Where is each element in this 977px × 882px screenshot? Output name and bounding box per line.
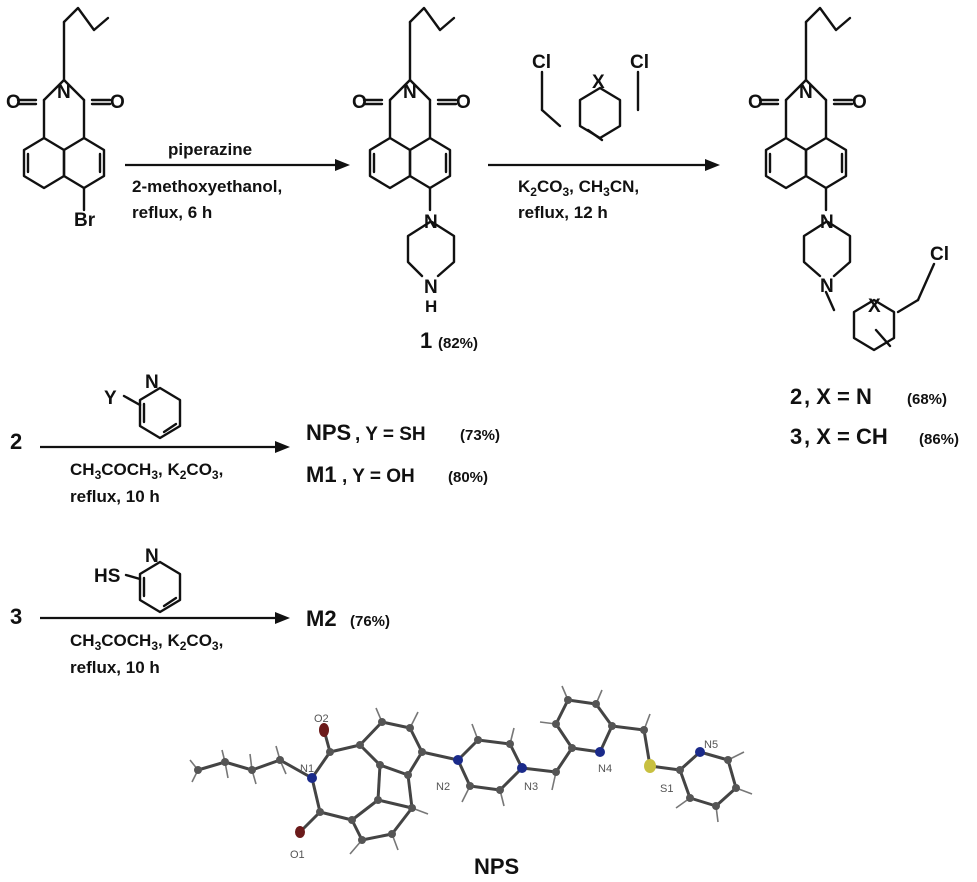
xray-label-n1: N1 — [300, 763, 314, 775]
conditions-1-line1: 2-methoxyethanol, — [132, 177, 282, 196]
reagent-piperazine: piperazine — [168, 140, 252, 159]
compound-2-3-structure — [758, 6, 936, 352]
atom-o-3: O — [352, 92, 367, 113]
atom-n-py: N — [145, 372, 159, 393]
atom-br: Br — [74, 210, 96, 231]
conditions-3-line1: CH3COCH3, K2CO3, — [70, 460, 223, 482]
atom-n: N — [57, 82, 71, 103]
atom-o-6: O — [852, 92, 867, 113]
atom-cl-3: Cl — [930, 244, 949, 265]
reaction-4-start: 3 — [10, 604, 22, 629]
compound-2-desc: , X = N — [804, 384, 872, 409]
atom-n-7: N — [820, 276, 834, 297]
compound-3-desc: , X = CH — [804, 424, 888, 449]
nps-yield: (73%) — [460, 427, 500, 444]
conditions-4-line2: reflux, 10 h — [70, 658, 160, 677]
m1-desc: , Y = OH — [342, 466, 415, 487]
mercaptopyridine-structure — [124, 560, 182, 614]
atom-o-2: O — [110, 92, 125, 113]
nps-desc: , Y = SH — [355, 424, 426, 445]
conditions-2-line2: reflux, 12 h — [518, 203, 608, 222]
m2-yield: (76%) — [350, 613, 390, 630]
compound-1-yield: (82%) — [438, 335, 478, 352]
arrow-head-4 — [275, 612, 290, 624]
crystal-title: NPS — [474, 854, 519, 879]
crystal-atoms — [194, 696, 740, 844]
m2-label: M2 — [306, 606, 337, 631]
atom-cl-2: Cl — [630, 52, 649, 73]
atom-n-5: N — [799, 82, 813, 103]
atom-y: Y — [104, 388, 117, 409]
conditions-4-line1: CH3COCH3, K2CO3, — [70, 631, 223, 653]
atom-n-4: N — [424, 277, 438, 298]
atom-n-3: N — [424, 212, 438, 233]
crystal-structure — [189, 685, 753, 855]
atom-o-1: O — [6, 92, 21, 113]
compound-1-structure — [362, 6, 458, 278]
atom-h: H — [425, 297, 437, 316]
atom-hs: HS — [94, 566, 120, 587]
atom-n-2: N — [403, 82, 417, 103]
atom-cl-1: Cl — [532, 52, 551, 73]
xray-label-n3: N3 — [524, 781, 538, 793]
atom-x-2: X — [868, 296, 881, 317]
m1-label: M1 — [306, 462, 337, 487]
nps-label: NPS — [306, 420, 351, 445]
start-material-structure — [16, 6, 112, 212]
atom-x: X — [592, 72, 605, 93]
arrow-head-3 — [275, 441, 290, 453]
compound-2-label: 2 — [790, 384, 802, 409]
arrow-head-1 — [335, 159, 350, 171]
atom-n-6: N — [820, 212, 834, 233]
xray-label-o1: O1 — [290, 849, 305, 861]
reagent-dichloride-structure — [540, 70, 640, 142]
atom-o-4: O — [456, 92, 471, 113]
compound-3-yield: (86%) — [919, 431, 959, 448]
atom-n-py-2: N — [145, 546, 159, 567]
xray-label-n4: N4 — [598, 763, 612, 775]
atom-o-5: O — [748, 92, 763, 113]
compound-3-label: 3 — [790, 424, 802, 449]
conditions-2-line1: K2CO3, CH3CN, — [518, 177, 639, 199]
xray-label-o2: O2 — [314, 713, 329, 725]
reaction-3-start: 2 — [10, 429, 22, 454]
arrow-head-2 — [705, 159, 720, 171]
compound-1-label: 1 — [420, 328, 432, 353]
conditions-3-line2: reflux, 10 h — [70, 487, 160, 506]
compound-2-yield: (68%) — [907, 391, 947, 408]
xray-label-n2: N2 — [436, 781, 450, 793]
xray-label-s1: S1 — [660, 783, 673, 795]
xray-label-n5: N5 — [704, 739, 718, 751]
conditions-1-line2: reflux, 6 h — [132, 203, 212, 222]
m1-yield: (80%) — [448, 469, 488, 486]
pyridine-y-structure — [122, 386, 182, 440]
